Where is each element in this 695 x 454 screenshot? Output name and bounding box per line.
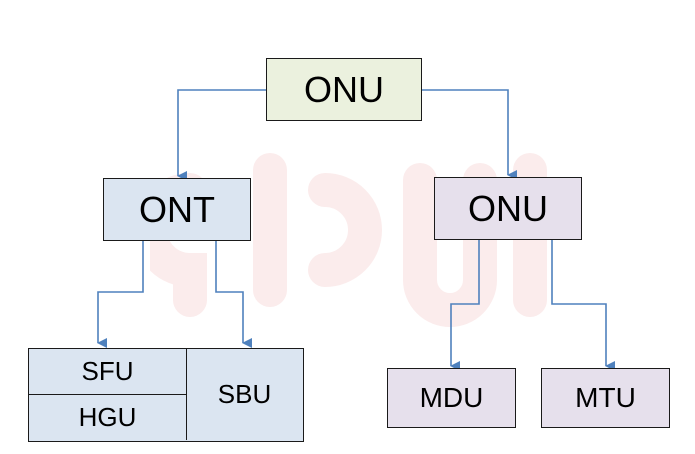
connector-ont-to-sbu xyxy=(215,241,252,348)
node-sbu-label: SBU xyxy=(217,379,272,409)
node-sfu-label: SFU xyxy=(81,356,134,386)
node-sbu: SBU xyxy=(187,349,302,440)
node-hgu: HGU xyxy=(29,395,187,440)
node-onu-root-label: ONU xyxy=(304,68,384,110)
connector-root-to-onu xyxy=(422,89,517,180)
node-mtu-label: MTU xyxy=(575,382,636,413)
node-ont: ONT xyxy=(103,178,251,241)
node-sfu: SFU xyxy=(29,349,187,395)
connector-root-to-ont xyxy=(177,89,266,181)
node-onu: ONU xyxy=(434,177,582,240)
node-hgu-label: HGU xyxy=(78,402,137,432)
node-ont-label: ONT xyxy=(139,188,215,230)
node-mtu: MTU xyxy=(541,368,670,428)
node-onu-label: ONU xyxy=(468,187,548,229)
ont-types-group: SFU HGU SBU xyxy=(28,348,304,442)
connector-onu-to-mtu xyxy=(551,240,615,371)
node-mdu-label: MDU xyxy=(419,382,484,413)
node-mdu: MDU xyxy=(387,368,516,428)
node-onu-root: ONU xyxy=(266,58,422,121)
connector-ont-to-sfu-hgu xyxy=(97,241,144,348)
connector-onu-to-mdu xyxy=(450,240,480,371)
